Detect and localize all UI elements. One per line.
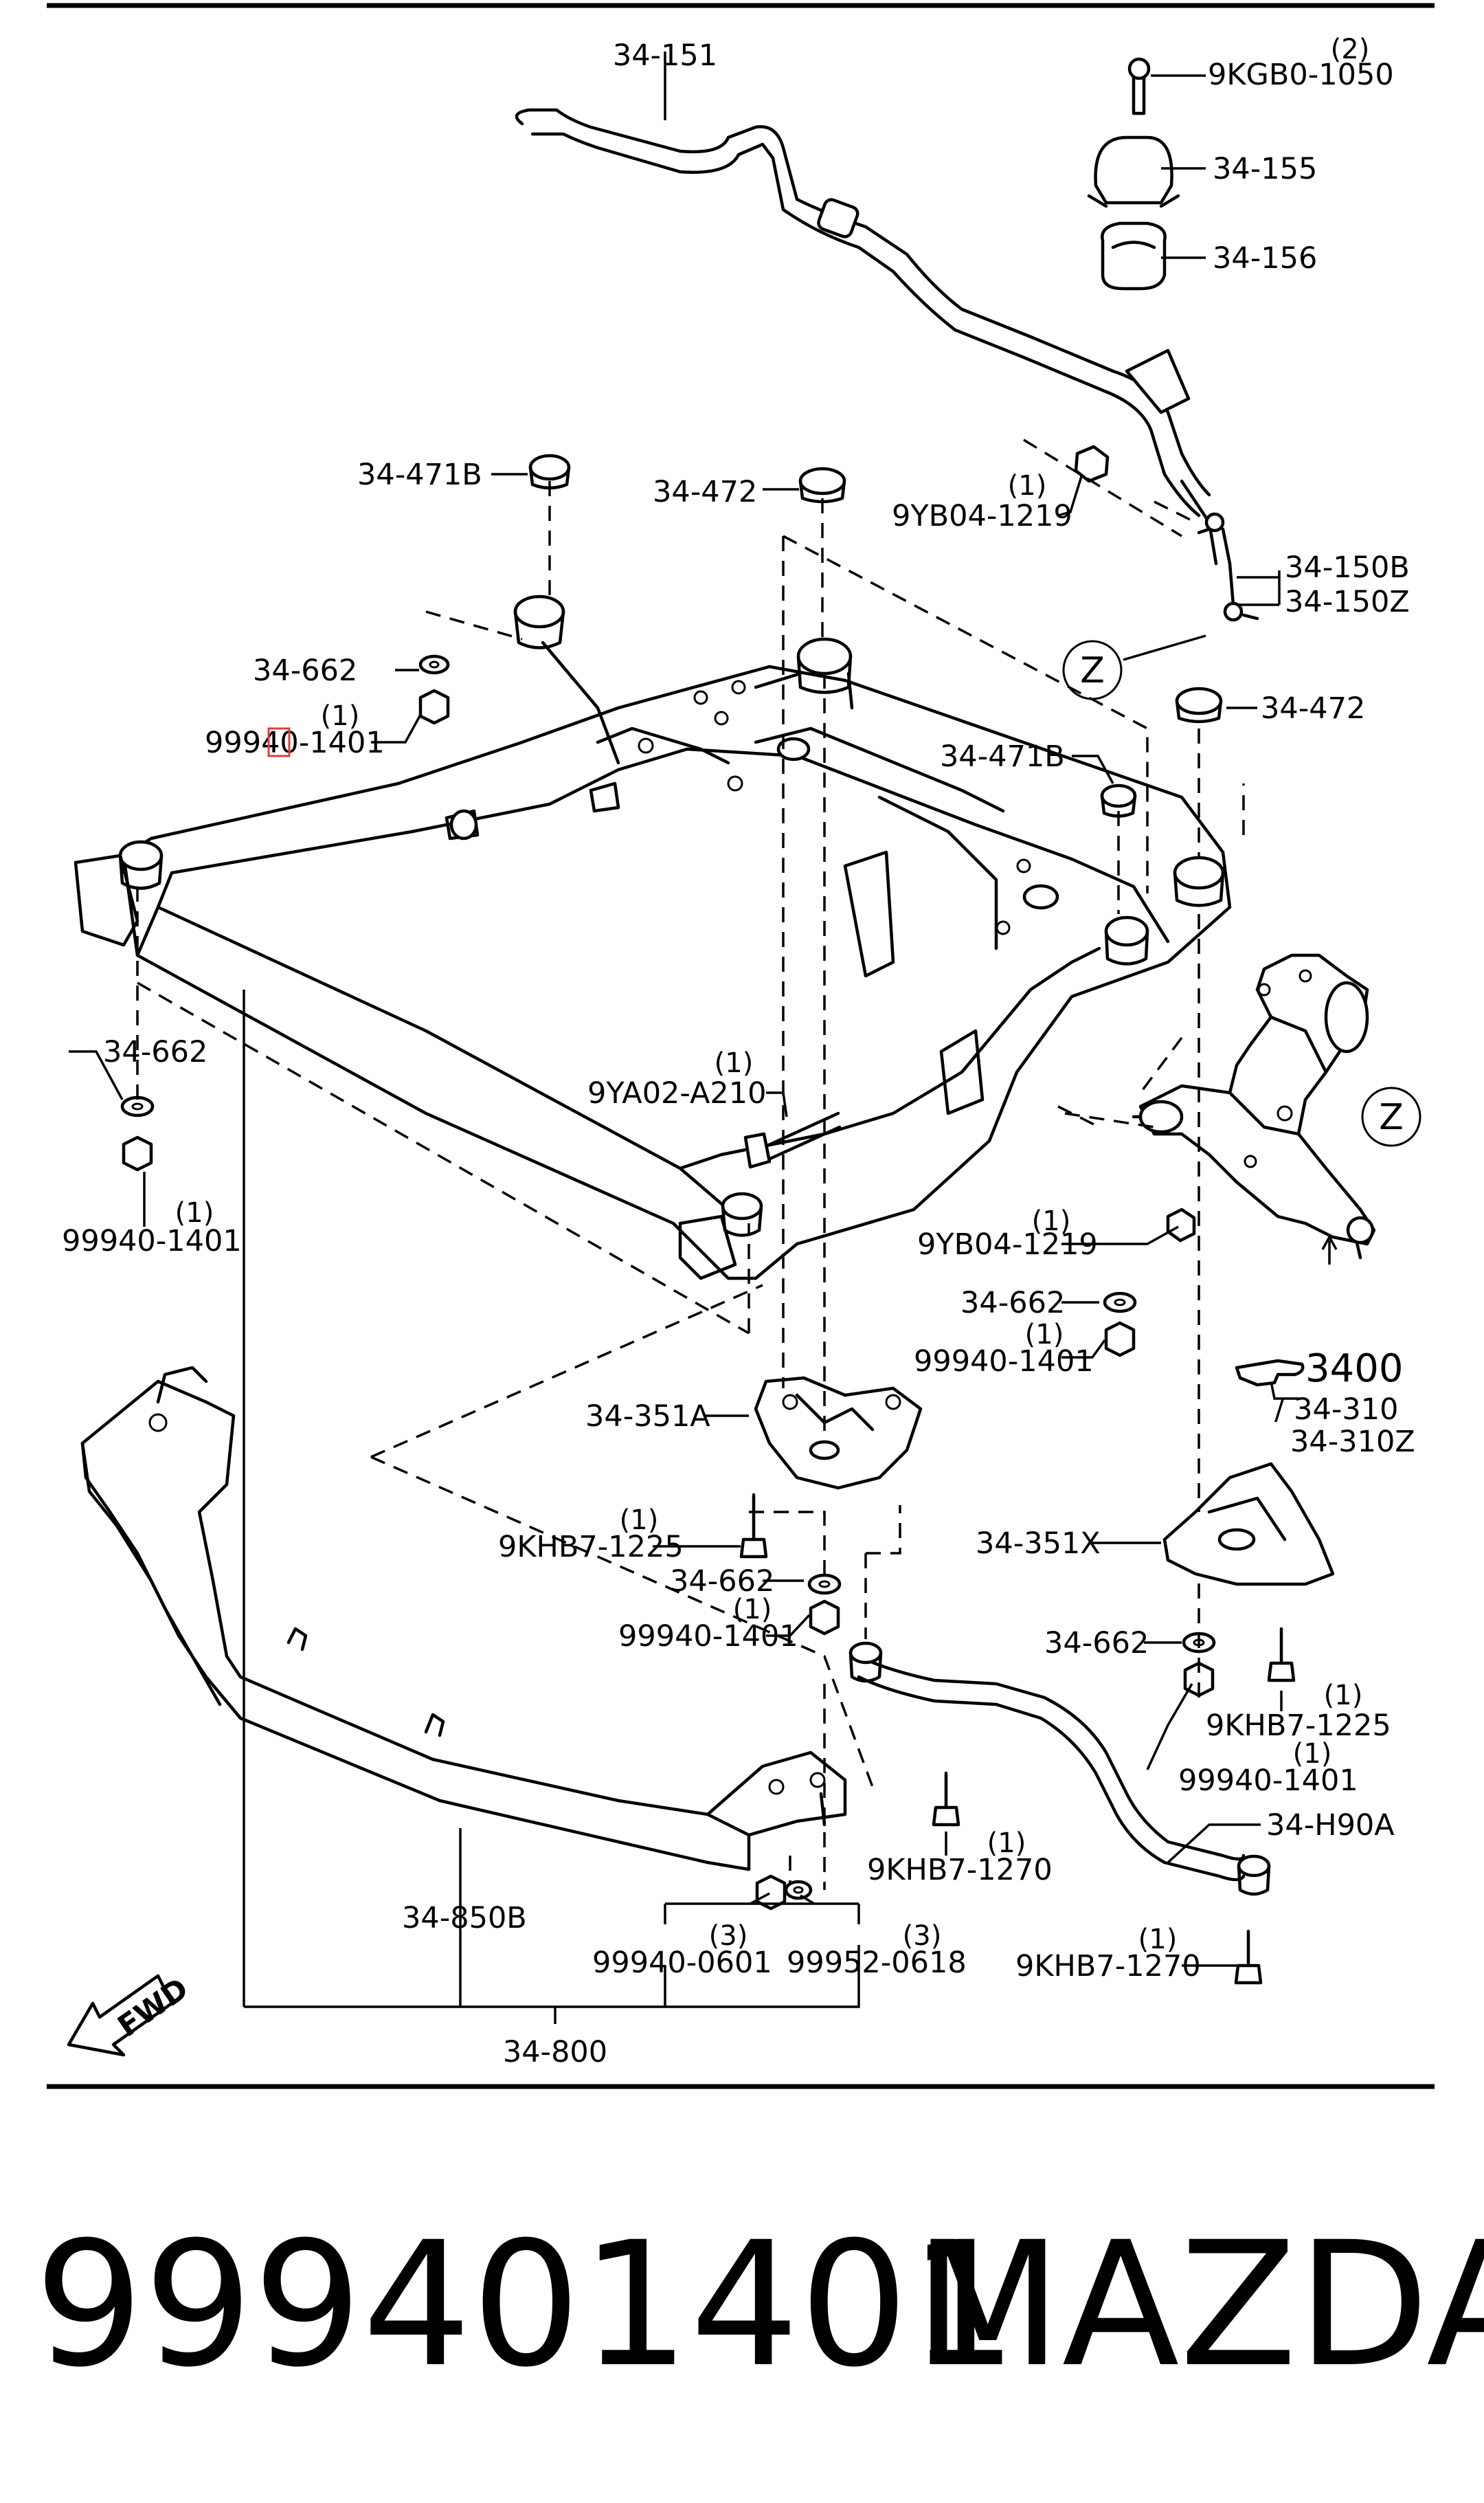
part-labels: 34-151 (2) 9KGB0-1050 34-155 34-156 34-4… (62, 34, 1415, 2069)
label-9khb7-1225-left: 9KHB7-1225 (498, 1530, 684, 1564)
quantity-label: (1) (1293, 1738, 1332, 1770)
quantity-label: Z (1379, 1097, 1404, 1138)
quantity-label: (1) (1324, 1680, 1363, 1711)
label-34-h90a: 34-H90A (1266, 1808, 1395, 1843)
label-9khb7-1270-mid: 9KHB7-1270 (867, 1853, 1053, 1887)
stabilizer-link (1197, 512, 1259, 622)
mount-34-351x (1162, 1462, 1335, 1586)
mount-34-351a (754, 1376, 923, 1490)
quantity-label: Z (1080, 650, 1105, 691)
quantity-label: (1) (1025, 1319, 1064, 1350)
leader-lines (69, 52, 1298, 2024)
label-99940-0601: 99940-0601 (592, 1946, 772, 1980)
fwd-arrow-icon: FWD (67, 1972, 194, 2057)
footer-part-number: 999401401 (34, 2205, 1018, 2405)
stabilizer-bushing-bracket (1087, 57, 1180, 208)
quantity-label: (1) (620, 1504, 659, 1536)
highlight-box (267, 727, 291, 757)
label-34-472-right: 34-472 (1261, 691, 1365, 726)
bushing-34-471b-top (528, 454, 571, 481)
stabilizer-bushing (1101, 221, 1167, 291)
label-9khb7-1225-right: 9KHB7-1225 (1206, 1709, 1391, 1743)
quantity-label: (1) (1032, 1205, 1071, 1237)
quantity-label: (1) (733, 1594, 772, 1625)
label-34-310z: 34-310Z (1290, 1425, 1415, 1459)
label-9yb04-1219-top: 9YB04-1219 (892, 499, 1072, 533)
subframe (74, 594, 1232, 1280)
quantity-label: (1) (715, 1047, 754, 1079)
crossmember-34-850b (80, 1366, 847, 1871)
assembly-lines (136, 438, 1245, 1890)
label-34-150z: 34-150Z (1285, 585, 1410, 619)
quantity-label: (3) (903, 1920, 942, 1952)
quantity-label: (1) (321, 700, 360, 732)
quantity-label: (1) (1138, 1924, 1178, 1955)
label-34-662-left: 34-662 (103, 1035, 207, 1069)
label-99940-1401-left: 99940-1401 (62, 1224, 242, 1258)
quantity-label: (1) (987, 1827, 1026, 1859)
label-34-155: 34-155 (1213, 152, 1317, 186)
quantity-label: (3) (709, 1920, 748, 1952)
label-34-662-left-top: 34-662 (253, 654, 357, 688)
stabilizer-bar (515, 108, 1218, 566)
label-34-151: 34-151 (613, 38, 717, 73)
label-34-662-lower: 34-662 (670, 1564, 774, 1599)
label-34-310: / 34-310 (1274, 1392, 1398, 1427)
washers-and-nuts (120, 454, 1223, 1911)
footer-brand: MAZDA (914, 2205, 1484, 2405)
label-34-662-right-lower: 34-662 (1044, 1626, 1149, 1660)
label-34-472-top: 34-472 (653, 475, 757, 509)
pointer-hand-icon (1235, 1359, 1305, 1387)
lower-control-arm (1132, 953, 1376, 1260)
label-99940-1401-left-top: 99940-1401 (205, 726, 385, 760)
label-99952-0618: 99952-0618 (787, 1946, 967, 1980)
label-99940-1401-lower: 99940-1401 (618, 1619, 798, 1654)
zone-marker-z-mid: Z (1361, 1087, 1421, 1147)
label-34-156: 34-156 (1213, 241, 1317, 276)
quantity-label: (1) (1008, 470, 1047, 502)
label-34-351x: 34-351X (976, 1526, 1101, 1561)
label-99940-1401-right: 99940-1401 (1178, 1764, 1358, 1798)
label-9yb04-1219-mid: 9YB04-1219 (917, 1227, 1098, 1262)
label-9ya02-a210: 9YA02-A210 (587, 1076, 766, 1111)
arm-arrow (1321, 1234, 1338, 1265)
stabilizer-bar-34-h90a (848, 1641, 1271, 1896)
label-3400: 3400 (1305, 1346, 1404, 1391)
label-34-662-mid: 34-662 (960, 1286, 1065, 1320)
label-34-800: 34-800 (503, 2035, 607, 2069)
label-9khb7-1270-right: 9KHB7-1270 (1015, 1949, 1201, 1983)
label-34-850b: 34-850B (402, 1901, 527, 1935)
label-34-471b-mid: 34-471B (940, 739, 1065, 774)
label-34-471b-top: 34-471B (357, 458, 482, 492)
bolts (739, 1493, 1296, 1985)
label-9kgb0-1050: 9KGB0-1050 (1208, 58, 1394, 92)
label-34-351a: 34-351A (585, 1399, 710, 1434)
bushing-34-472-top (798, 467, 846, 496)
quantity-label: (2) (1331, 34, 1370, 65)
zone-marker-z-top: Z (1062, 640, 1123, 700)
label-99940-1401-mid: 99940-1401 (914, 1344, 1094, 1379)
label-34-150b: 34-150B (1285, 550, 1410, 585)
quantity-label: (1) (175, 1197, 214, 1229)
